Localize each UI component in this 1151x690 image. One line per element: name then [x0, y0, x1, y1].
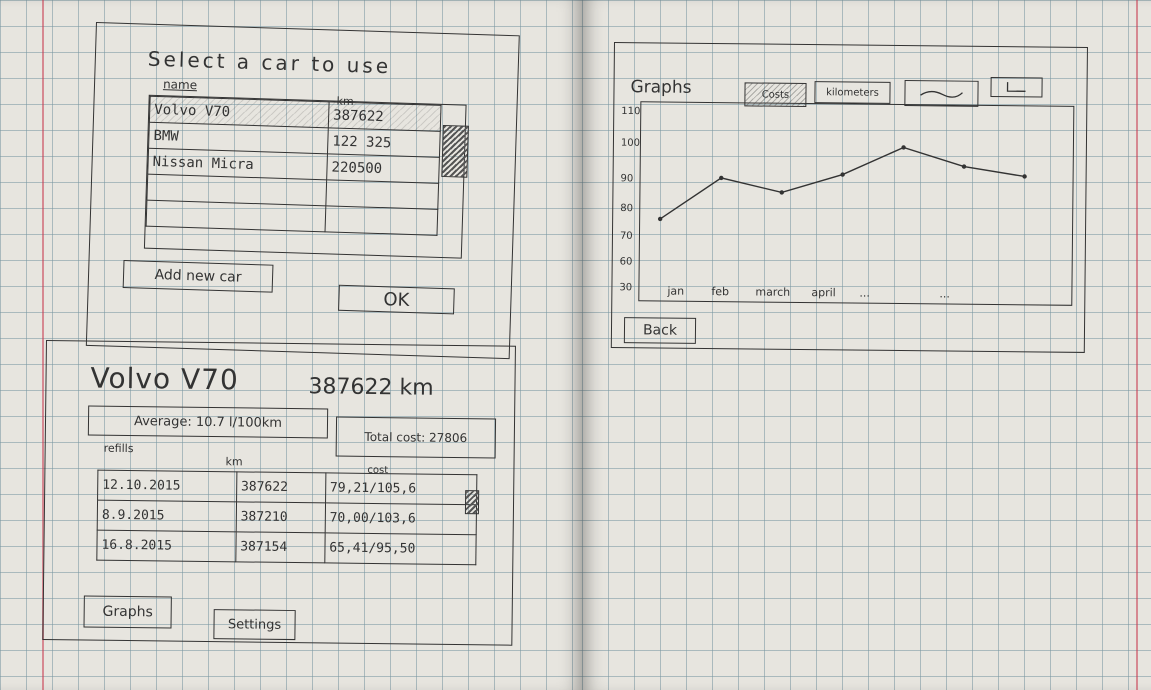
data-point: [779, 190, 784, 195]
margin-line: [42, 0, 44, 690]
ok-button[interactable]: OK: [338, 284, 455, 315]
series-line: [659, 146, 1025, 220]
refill-km: 387154: [235, 531, 325, 563]
refill-date: 12.10.2015: [97, 470, 237, 502]
refill-km: 387622: [236, 471, 326, 503]
x-tick-label: ...: [939, 287, 950, 300]
refill-date: 8.9.2015: [97, 500, 237, 532]
x-tick-label: feb: [711, 285, 729, 298]
car-km: 122 325: [327, 127, 441, 158]
column-header-name: name: [162, 77, 198, 93]
chart-area: 30 60 70 80 90 100 110 jan feb march april......: [619, 101, 1075, 306]
tab-kilometers[interactable]: kilometers: [814, 81, 891, 104]
empty-cell: [325, 205, 438, 236]
y-tick-label: 90: [621, 173, 634, 184]
tab-chart-4[interactable]: [990, 76, 1043, 98]
graphs-button[interactable]: Graphs: [83, 595, 172, 629]
y-tick-label: 60: [620, 256, 633, 267]
x-tick-label: ...: [859, 287, 870, 300]
y-tick-label: 100: [621, 138, 640, 149]
x-tick-label: april: [811, 286, 835, 299]
y-tick-label: 80: [620, 203, 633, 214]
margin-line: [1136, 0, 1138, 690]
refill-cost: 65,41/95,50: [324, 532, 477, 565]
car-detail-screen: Volvo V70 387622 km Average: 10.7 l/100k…: [42, 340, 516, 646]
y-tick-label: 110: [621, 106, 640, 117]
refill-cost: 70,00/103,6: [324, 502, 477, 535]
car-detail-km: 387622 km: [308, 374, 434, 401]
data-point: [840, 172, 845, 177]
x-tick-label: march: [755, 285, 790, 298]
empty-cell: [146, 200, 326, 232]
tab-chart-3[interactable]: [904, 80, 979, 107]
car-km: 220500: [326, 153, 440, 184]
average-consumption: Average: 10.7 l/100km: [87, 405, 329, 439]
y-tick-label: 70: [620, 231, 633, 242]
line-icon: [920, 90, 963, 98]
car-km: 387622: [328, 101, 442, 132]
add-new-car-button[interactable]: Add new car: [122, 259, 274, 293]
list-scrollbar[interactable]: [441, 124, 469, 178]
data-point: [961, 164, 967, 169]
settings-button[interactable]: Settings: [213, 609, 296, 641]
car-detail-title: Volvo V70: [90, 361, 240, 397]
column-header-refills: refills: [103, 441, 134, 456]
graphs-title: Graphs: [630, 77, 692, 98]
data-point: [719, 175, 724, 181]
car-select-title: Select a car to use: [147, 46, 392, 79]
data-point: [1022, 174, 1027, 179]
data-point: [657, 216, 663, 222]
refill-km: 387210: [235, 501, 326, 533]
x-tick-label: jan: [666, 285, 684, 298]
refills-scrollbar[interactable]: [464, 490, 480, 515]
empty-cell: [325, 179, 439, 210]
refill-cost: 79,21/105,6: [325, 472, 477, 505]
column-header-km: km: [225, 455, 243, 469]
refill-date: 16.8.2015: [96, 530, 236, 562]
costs-line-chart: 30 60 70 80 90 100 110 jan feb march april......: [619, 106, 1027, 301]
y-tick-label: 30: [619, 282, 632, 293]
chart-icon: [1006, 82, 1026, 92]
total-cost: Total cost: 27806: [335, 416, 497, 459]
back-button[interactable]: Back: [623, 317, 697, 344]
data-point: [901, 145, 906, 150]
